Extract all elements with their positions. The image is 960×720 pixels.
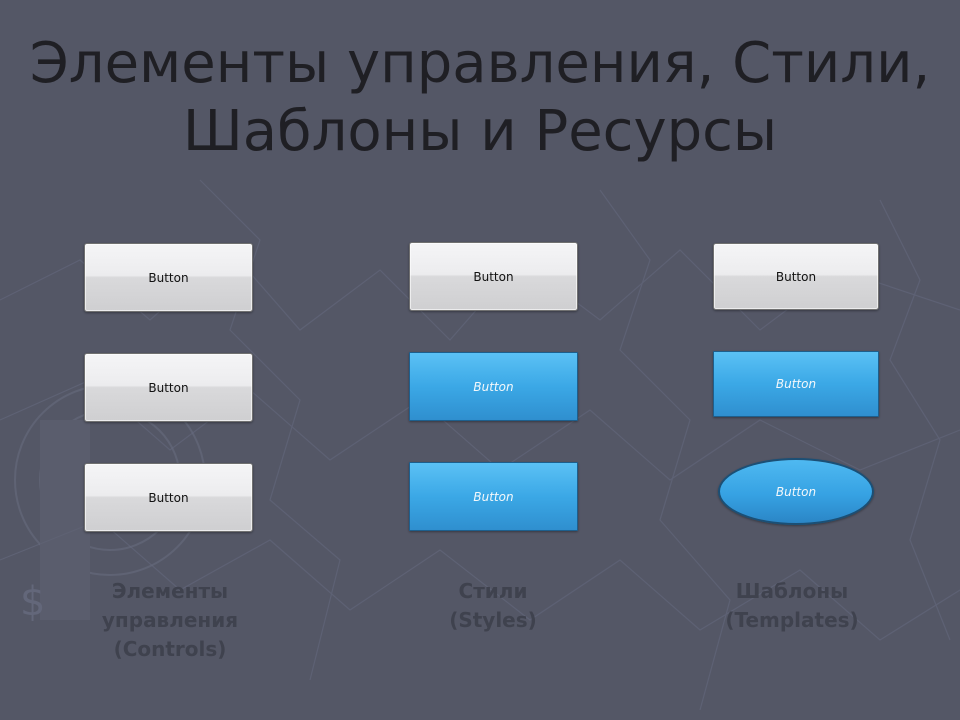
templates-button-1[interactable]: Button — [713, 243, 879, 310]
templates-label-line-1: Шаблоны — [735, 579, 849, 603]
controls-label-line-1: Элементы — [111, 579, 229, 603]
templates-ellipse-button[interactable]: Button — [718, 458, 874, 525]
controls-button-3[interactable]: Button — [84, 463, 253, 532]
slide-title-line-1: Элементы управления, Стили, — [29, 31, 931, 96]
styles-button-3[interactable]: Button — [409, 462, 578, 531]
templates-button-2[interactable]: Button — [713, 351, 879, 417]
controls-label-line-3: (Controls) — [113, 637, 227, 661]
styles-label-line-1: Стили — [458, 579, 528, 603]
templates-label-line-2: (Templates) — [725, 608, 859, 632]
controls-button-1[interactable]: Button — [84, 243, 253, 312]
styles-label-line-2: (Styles) — [449, 608, 537, 632]
controls-button-2[interactable]: Button — [84, 353, 253, 422]
slide-title-line-2: Шаблоны и Ресурсы — [182, 99, 778, 164]
svg-text:$: $ — [20, 579, 45, 625]
controls-label-line-2: управления — [101, 608, 239, 632]
slide-title: Элементы управления, Стили, Шаблоны и Ре… — [0, 30, 960, 166]
templates-column-label: Шаблоны (Templates) — [682, 577, 902, 635]
styles-button-2[interactable]: Button — [409, 352, 578, 421]
styles-column-label: Стили (Styles) — [383, 577, 603, 635]
controls-column-label: Элементы управления (Controls) — [60, 577, 280, 664]
styles-button-1[interactable]: Button — [409, 242, 578, 311]
